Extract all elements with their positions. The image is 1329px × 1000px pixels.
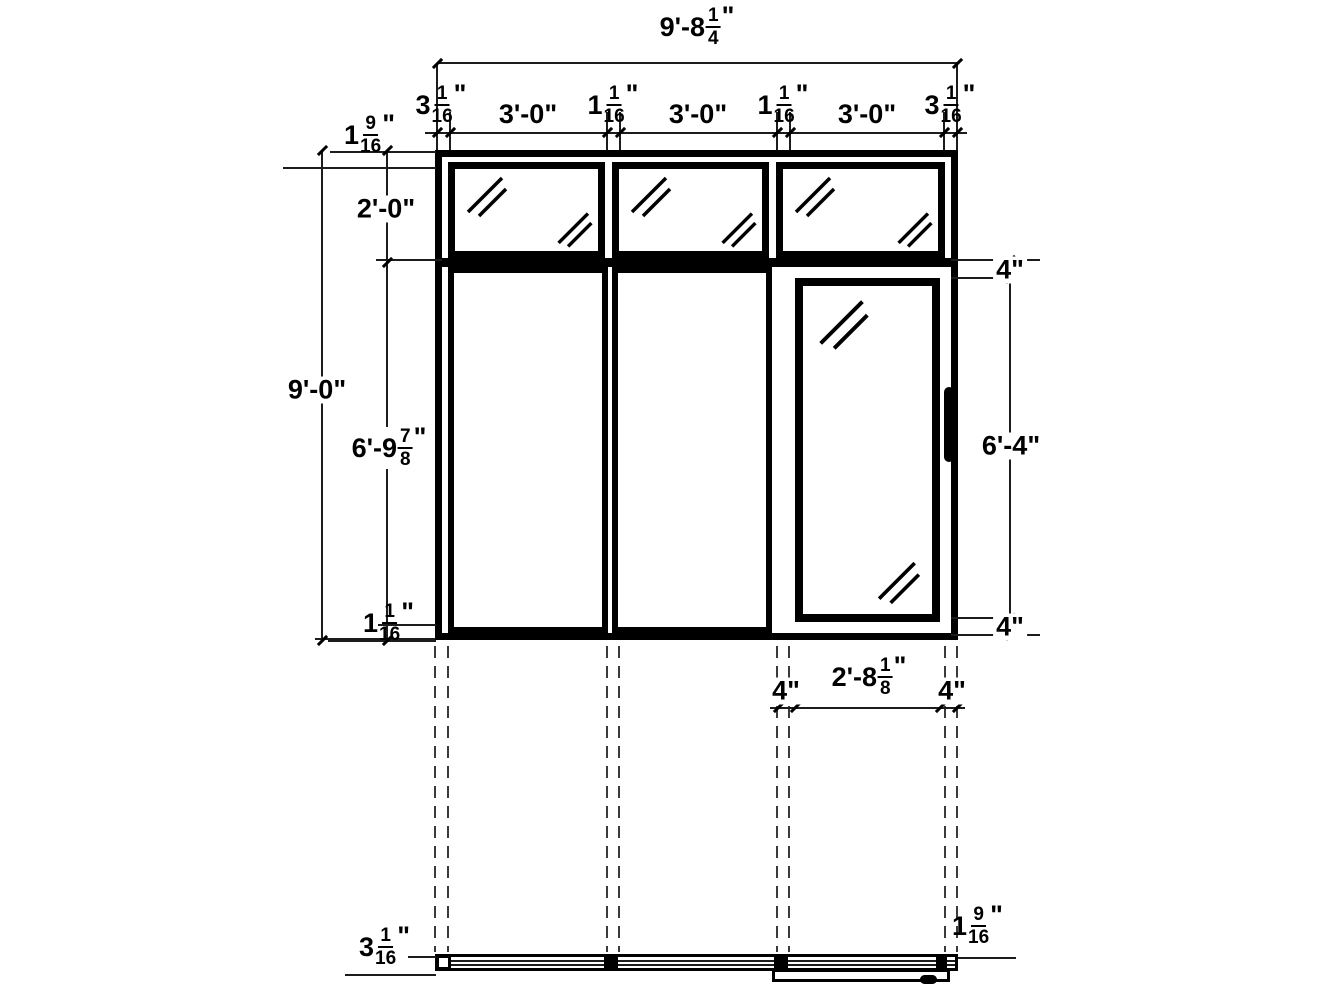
extension-line xyxy=(315,638,435,640)
glass-mark-icon xyxy=(794,176,836,218)
tick-mark xyxy=(316,634,329,647)
plan-sliding-panel xyxy=(772,969,950,982)
dim-label-door-bottom-rail: 4" xyxy=(993,613,1027,641)
projection-line xyxy=(788,646,790,952)
extension-line xyxy=(376,259,442,261)
extension-line xyxy=(408,956,436,958)
extension-line xyxy=(956,63,958,150)
glass-mark-icon xyxy=(557,212,593,248)
transom-window-3 xyxy=(776,162,945,258)
panel-center xyxy=(612,267,772,633)
glass-mark-icon xyxy=(877,561,921,605)
dim-label-transom2-width: 3'-0" xyxy=(668,99,728,129)
dim-line xyxy=(437,62,957,64)
dim-label-door-right-stile: 4" xyxy=(935,677,969,705)
glass-mark-icon xyxy=(466,176,508,218)
glass-mark-icon xyxy=(819,300,869,350)
extension-line xyxy=(951,617,1011,619)
projection-line xyxy=(956,646,958,952)
dim-line xyxy=(770,707,965,709)
plan-jamb-right xyxy=(936,954,947,979)
plan-mullion-2 xyxy=(774,954,788,971)
door-handle xyxy=(944,387,954,462)
plan-track-line xyxy=(438,960,955,962)
dim-label-door-top-rail: 4" xyxy=(993,256,1027,284)
plan-handle xyxy=(920,975,937,984)
glass-mark-icon xyxy=(721,212,757,248)
plan-track-line xyxy=(438,964,955,966)
dim-label-overall-height: 9'-0" xyxy=(284,376,350,404)
projection-line xyxy=(776,646,778,952)
panel-left xyxy=(448,267,608,633)
dim-label-transom1-width: 3'-0" xyxy=(498,99,558,129)
projection-line xyxy=(618,646,620,952)
dim-label-door-left-stile: 4" xyxy=(769,677,803,705)
glass-mark-icon xyxy=(630,176,672,218)
extension-line xyxy=(345,974,436,976)
transom-window-1 xyxy=(448,162,605,258)
dim-label-transom3-width: 3'-0" xyxy=(837,99,897,129)
transom-window-2 xyxy=(612,162,769,258)
extension-line xyxy=(951,277,1011,279)
transom-rail xyxy=(442,258,951,267)
extension-line xyxy=(436,63,438,150)
projection-line xyxy=(944,646,946,952)
plan-mullion-1 xyxy=(604,954,618,971)
extension-line xyxy=(283,167,436,169)
extension-line xyxy=(328,640,436,642)
extension-line xyxy=(958,957,1016,959)
dim-line xyxy=(386,150,388,640)
dim-label-door-glass-height: 6'-4" xyxy=(978,432,1044,460)
dim-line xyxy=(425,132,967,134)
extension-line xyxy=(378,624,436,626)
projection-line xyxy=(606,646,608,952)
projection-line xyxy=(447,646,449,952)
glass-mark-icon xyxy=(897,212,933,248)
projection-line xyxy=(434,646,436,952)
sliding-door-panel xyxy=(795,278,940,622)
plan-jamb-left xyxy=(436,955,451,970)
dim-label-transom-height: 2'-0" xyxy=(353,195,419,223)
